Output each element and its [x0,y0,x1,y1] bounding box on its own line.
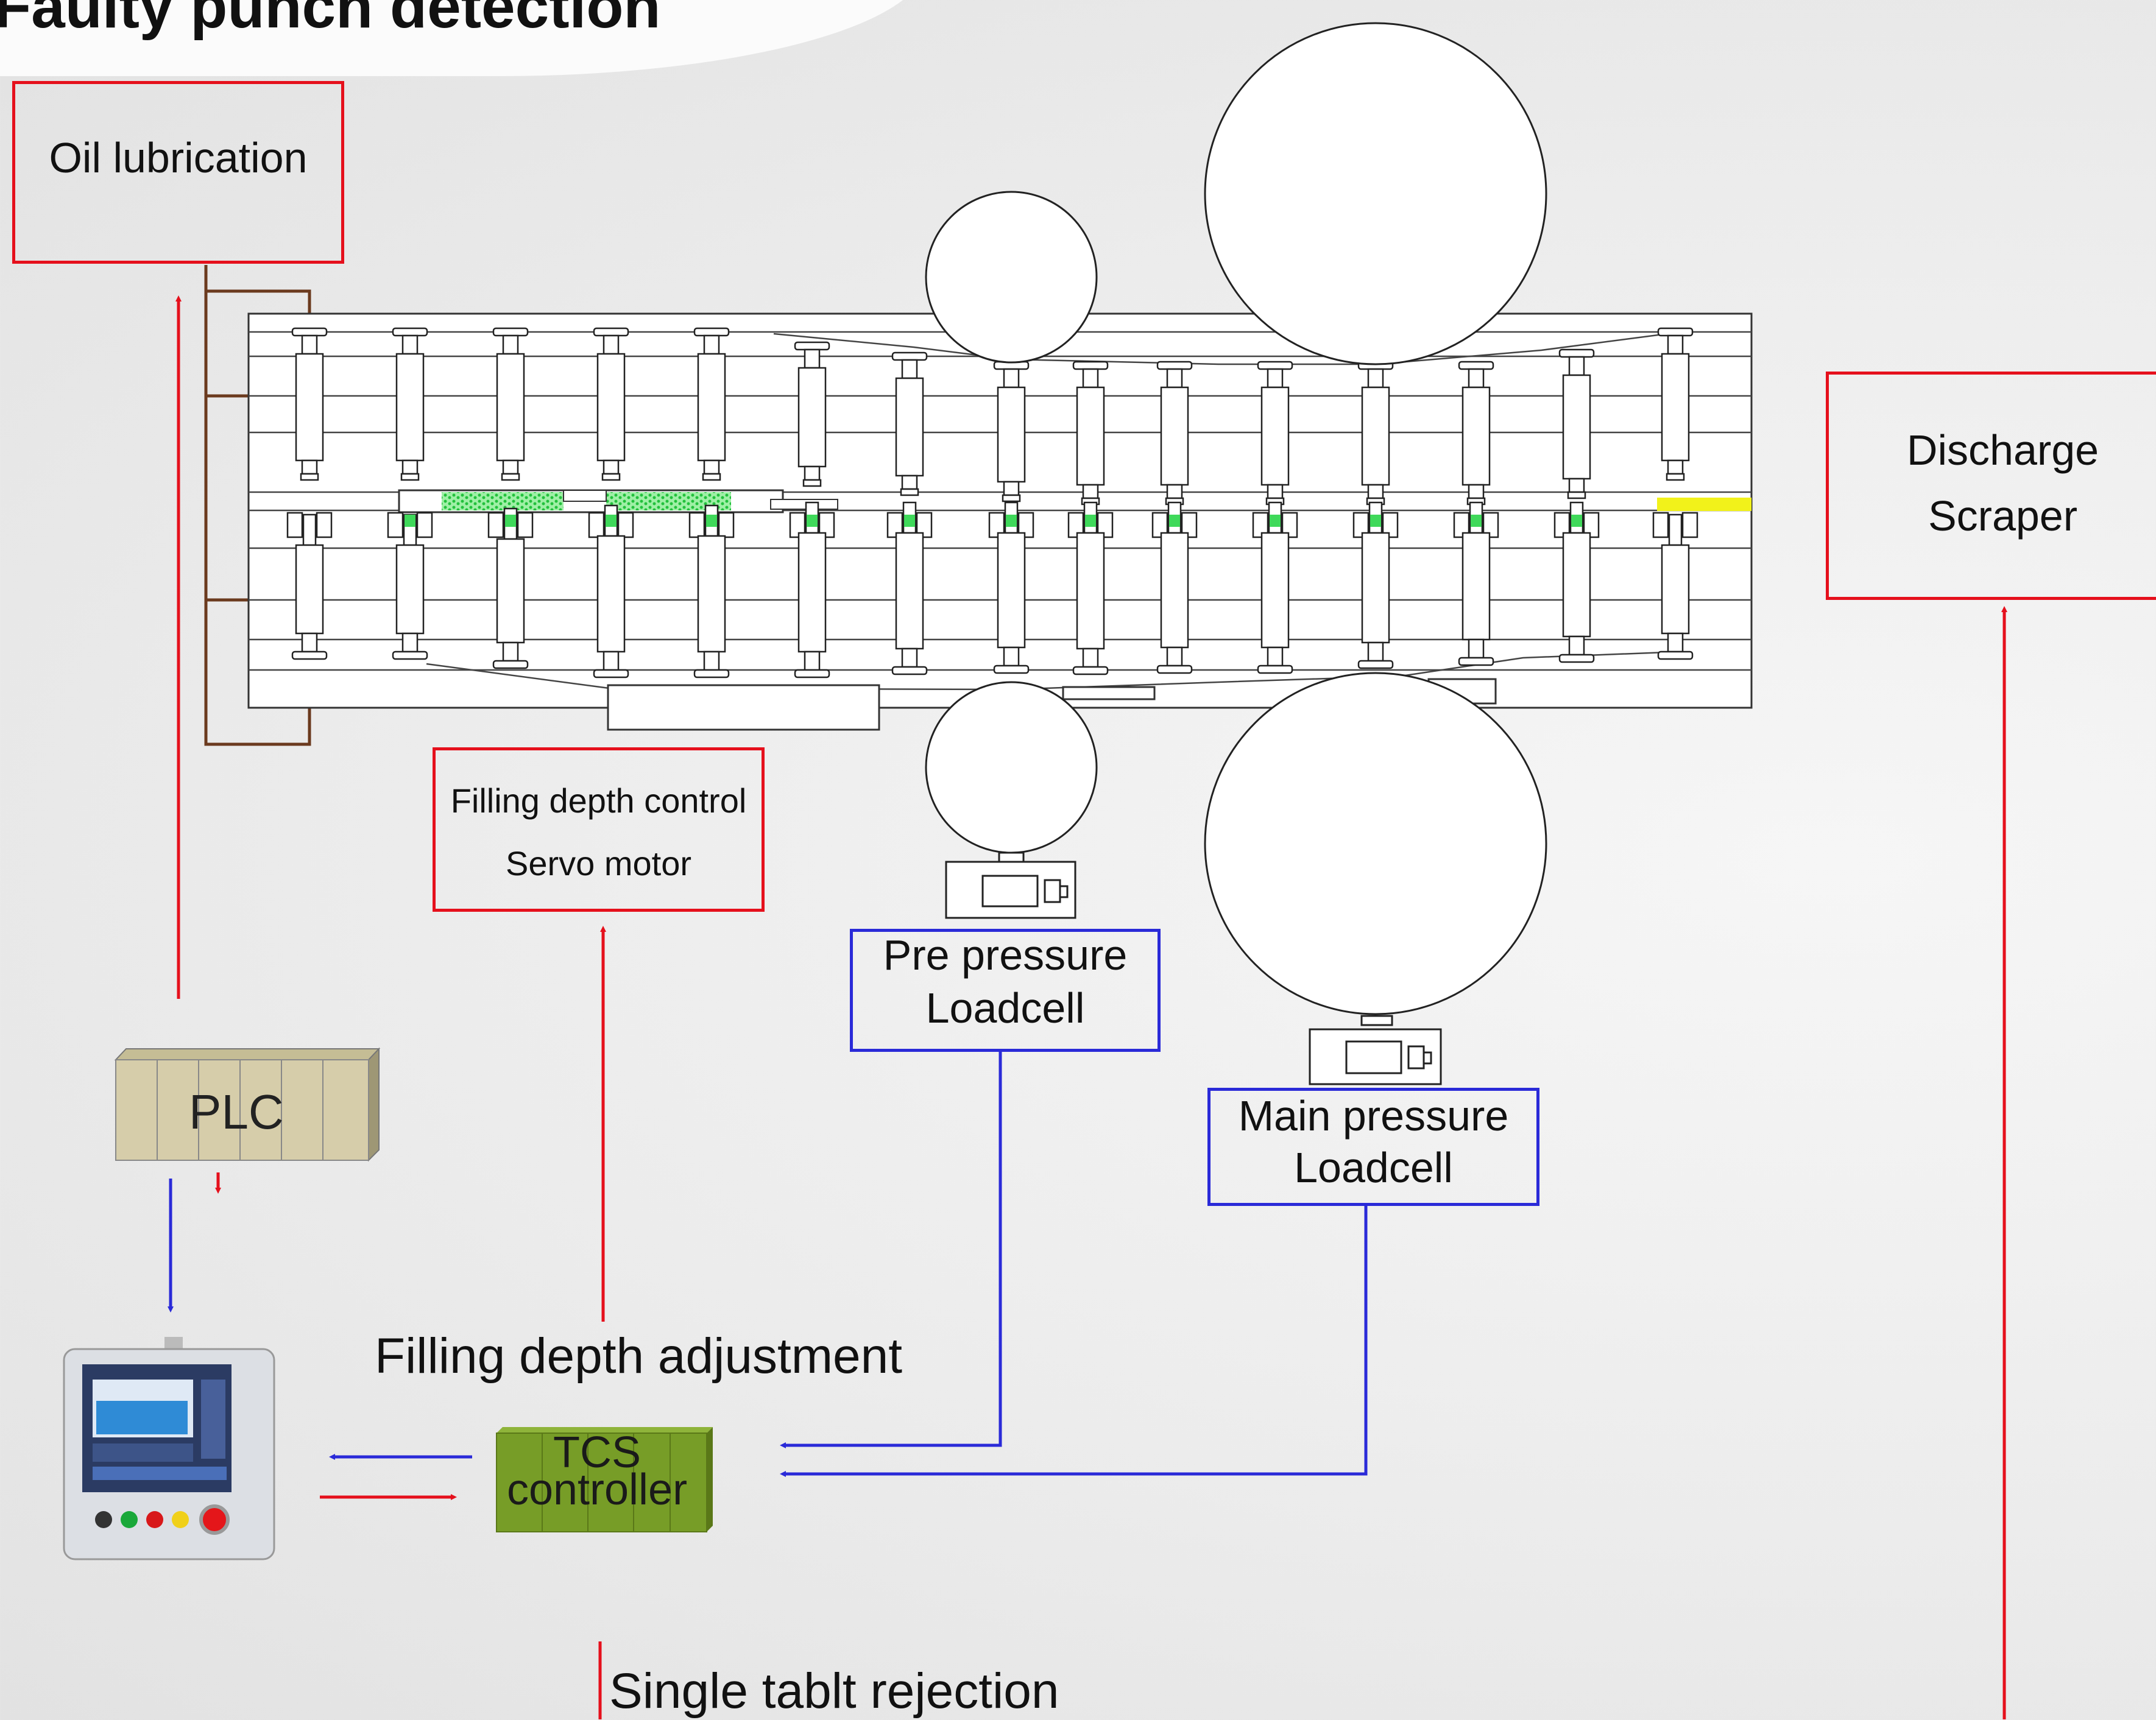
plc-module [114,1047,381,1162]
powder-fill [398,489,838,513]
filling-depth-control-line2: Servo motor [506,844,691,883]
punch-set [286,327,1698,678]
die-fill [1085,515,1096,527]
page-title: Faulty punch detection [0,0,661,41]
tcs-controller [496,1427,713,1532]
pre-pressure-line2: Loadcell [925,984,1085,1032]
pre-compression-upper-roller [925,191,1098,364]
punch-pair [1252,361,1298,674]
discharge-scraper-line2: Scraper [1928,492,2078,540]
punch-pair [1151,361,1198,674]
main-pressure-line1: Main pressure [1238,1092,1509,1140]
pre-pressure-line1: Pre pressure [883,931,1128,979]
die-fill [606,515,617,527]
rollers [925,22,1547,1015]
die-fill [706,515,717,527]
main-compression-upper-roller [1204,22,1547,365]
discharge-scraper-line1: Discharge [1906,426,2099,474]
die-fill [1006,515,1017,527]
punch-pair [1067,361,1114,675]
ejected-tablet [1657,498,1751,511]
plc-label: PLC [189,1085,284,1139]
die-fill [904,515,915,527]
tcs-controller-label: TCS controller [487,1428,707,1515]
lower-cam-plates [607,678,1497,731]
filling-depth-adjustment-label: Filling depth adjustment [375,1328,903,1384]
single-tablet-rejection-label: Single tablt rejection [609,1663,1059,1719]
pre-pressure-loadcell-device [945,851,1076,919]
punch-pair [588,327,634,678]
punch-pair [688,327,735,678]
punch-pair [1352,361,1399,669]
punch-pair [886,351,933,675]
red-signal-lines [175,295,2007,1719]
oil-lubrication-box [12,81,344,264]
main-pressure-loadcell-box [1207,1088,1539,1206]
die-fill [1571,515,1582,527]
hmi-panel [63,1337,275,1560]
die-fill [405,515,415,527]
punch-pair [1553,348,1600,663]
die-fill [505,515,516,527]
oil-lubrication-label: Oil lubrication [49,134,308,182]
die-fill [1471,515,1482,527]
filling-depth-control-box [433,747,765,912]
punch-pair [487,327,534,669]
discharge-scraper-box [1826,372,2156,600]
punch-pair [988,361,1034,674]
die-fill [1370,515,1381,527]
tcs-label-line1: TCS [553,1428,641,1477]
blue-signal-lines [168,1052,1368,1477]
punch-pair [286,327,333,660]
filling-depth-control-line1: Filling depth control [450,781,747,820]
die-fill [807,515,818,527]
main-pressure-line2: Loadcell [1294,1144,1453,1191]
main-pressure-loadcell-device [1309,1015,1442,1085]
pre-compression-lower-roller [925,681,1098,854]
main-compression-lower-roller [1204,672,1547,1015]
punch-pair [1652,327,1698,660]
tcs-label-line2: controller [506,1465,688,1515]
pre-pressure-loadcell-box [850,929,1161,1052]
die-fill [1270,515,1281,527]
die-fill [1169,515,1180,527]
